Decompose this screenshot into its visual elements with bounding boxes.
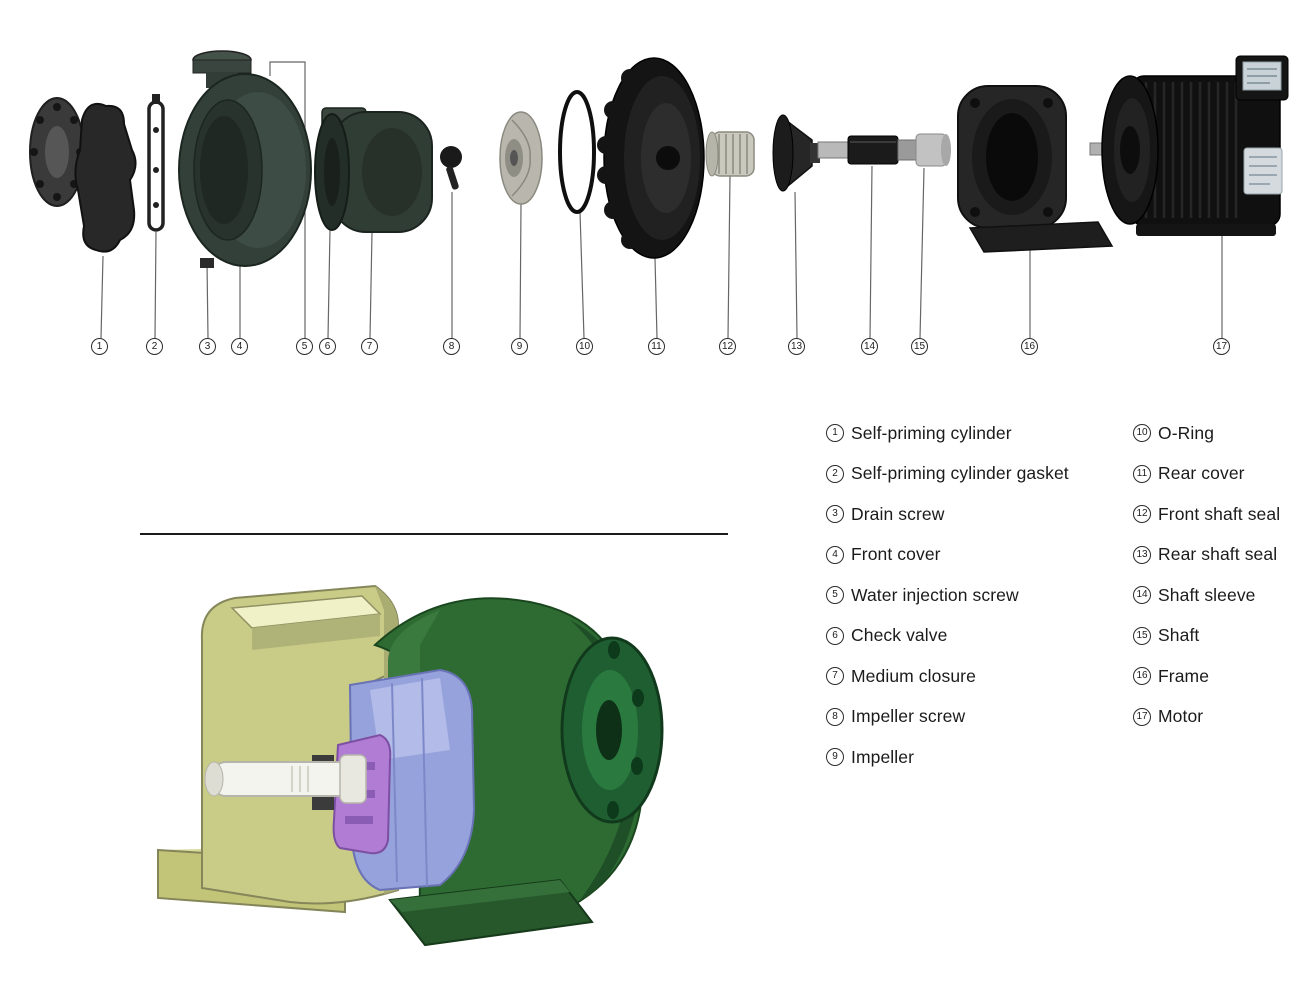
legend-label: Motor [1158, 706, 1204, 727]
part-marker-13: 13 [788, 338, 805, 355]
part-impeller-screw [440, 146, 462, 190]
part-marker-15: 15 [911, 338, 928, 355]
legend-number: 5 [826, 586, 844, 605]
legend-column-right: 10 O-Ring 11 Rear cover 12 Front shaft s… [1133, 413, 1280, 778]
part-rear-shaft-seal [772, 114, 820, 192]
parts-legend: 1 Self-priming cylinder 2 Self-priming c… [826, 413, 1280, 778]
drain-screw-stub [200, 258, 214, 268]
legend-number: 13 [1133, 545, 1151, 564]
exploded-view-illustration [29, 50, 1289, 339]
part-marker-3: 3 [199, 338, 216, 355]
part-impeller [499, 111, 543, 205]
part-front-cover-casing [178, 50, 312, 268]
part-marker-14: 14 [861, 338, 878, 355]
legend-label: Self-priming cylinder gasket [851, 463, 1069, 484]
legend-item: 16 Frame [1133, 656, 1280, 697]
cutaway-shaft [204, 754, 367, 804]
legend-item: 2 Self-priming cylinder gasket [826, 454, 1133, 495]
legend-item: 5 Water injection screw [826, 575, 1133, 616]
part-marker-1: 1 [91, 338, 108, 355]
part-marker-8: 8 [443, 338, 460, 355]
legend-item: 4 Front cover [826, 535, 1133, 576]
legend-label: Front shaft seal [1158, 503, 1281, 524]
legend-label: Impeller screw [851, 706, 966, 727]
legend-item: 9 Impeller [826, 737, 1133, 778]
part-marker-12: 12 [719, 338, 736, 355]
part-marker-16: 16 [1021, 338, 1038, 355]
legend-number: 9 [826, 748, 844, 767]
part-front-shaft-seal [705, 131, 755, 177]
legend-label: Front cover [851, 544, 941, 565]
legend-item: 1 Self-priming cylinder [826, 413, 1133, 454]
legend-label: Frame [1158, 665, 1210, 686]
part-medium-closure [314, 107, 433, 233]
legend-item: 13 Rear shaft seal [1133, 535, 1280, 576]
legend-number: 16 [1133, 667, 1151, 686]
legend-item: 12 Front shaft seal [1133, 494, 1280, 535]
part-marker-2: 2 [146, 338, 163, 355]
legend-number: 8 [826, 707, 844, 726]
legend-number: 17 [1133, 707, 1151, 726]
legend-item: 14 Shaft sleeve [1133, 575, 1280, 616]
legend-number: 7 [826, 667, 844, 686]
legend-label: Rear cover [1158, 463, 1245, 484]
legend-label: Rear shaft seal [1158, 544, 1278, 565]
legend-label: Shaft [1158, 625, 1200, 646]
part-marker-10: 10 [576, 338, 593, 355]
legend-label: Water injection screw [851, 584, 1019, 605]
legend-label: Impeller [851, 746, 915, 767]
legend-number: 11 [1133, 464, 1151, 483]
legend-label: O-Ring [1158, 422, 1215, 443]
part-marker-9: 9 [511, 338, 528, 355]
part-shaft-and-sleeve [817, 133, 951, 167]
legend-label: Drain screw [851, 503, 945, 524]
legend-column-left: 1 Self-priming cylinder 2 Self-priming c… [826, 413, 1133, 778]
leader-lines [100, 61, 1223, 339]
legend-item: 11 Rear cover [1133, 454, 1280, 495]
legend-number: 12 [1133, 505, 1151, 524]
legend-label: Check valve [851, 625, 948, 646]
part-marker-5: 5 [296, 338, 313, 355]
legend-number: 4 [826, 545, 844, 564]
cutaway-flange [560, 636, 664, 824]
motor-nameplate [1243, 147, 1283, 195]
legend-number: 14 [1133, 586, 1151, 605]
legend-number: 6 [826, 626, 844, 645]
cutaway-view-illustration [157, 584, 664, 947]
legend-label: Medium closure [851, 665, 976, 686]
part-marker-6: 6 [319, 338, 336, 355]
legend-number: 2 [826, 464, 844, 483]
part-motor [1089, 55, 1289, 236]
part-marker-17: 17 [1213, 338, 1230, 355]
legend-item: 3 Drain screw [826, 494, 1133, 535]
part-marker-11: 11 [648, 338, 665, 355]
legend-item: 17 Motor [1133, 697, 1280, 738]
legend-item: 10 O-Ring [1133, 413, 1280, 454]
part-marker-7: 7 [361, 338, 378, 355]
part-self-priming-cylinder [29, 97, 137, 253]
legend-item: 6 Check valve [826, 616, 1133, 657]
legend-number: 10 [1133, 424, 1151, 443]
legend-item: 7 Medium closure [826, 656, 1133, 697]
legend-label: Shaft sleeve [1158, 584, 1256, 605]
legend-number: 1 [826, 424, 844, 443]
part-self-priming-cylinder-gasket [147, 94, 165, 232]
part-frame [957, 85, 1114, 253]
legend-item: 8 Impeller screw [826, 697, 1133, 738]
legend-item: 15 Shaft [1133, 616, 1280, 657]
legend-label: Self-priming cylinder [851, 422, 1012, 443]
legend-number: 15 [1133, 626, 1151, 645]
section-divider-line [140, 533, 728, 535]
part-o-ring [558, 90, 596, 214]
legend-number: 3 [826, 505, 844, 524]
part-rear-cover [597, 57, 705, 259]
part-marker-4: 4 [231, 338, 248, 355]
